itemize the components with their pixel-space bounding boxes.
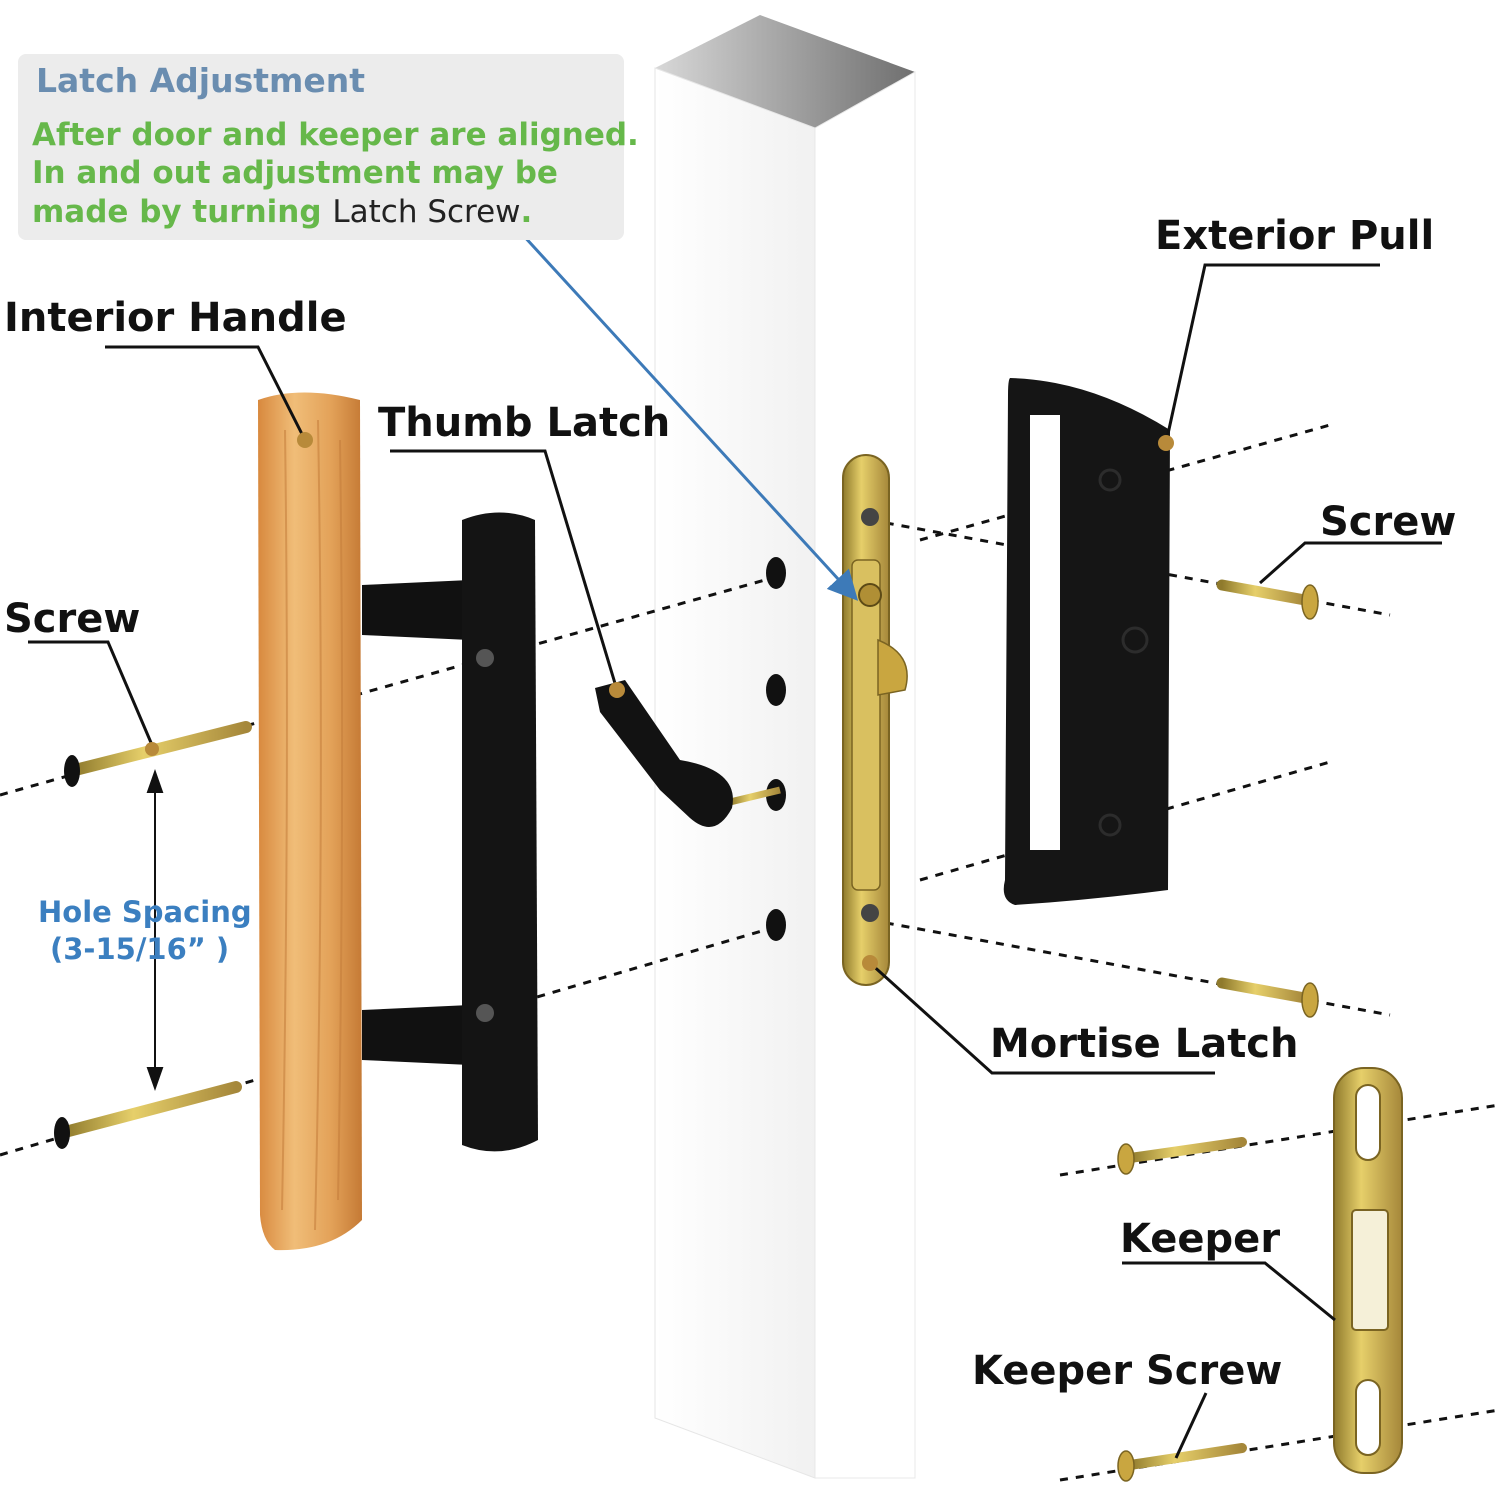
exterior-pull-part [1003,378,1170,905]
label-screw-right: Screw [1320,499,1457,545]
left-screws [54,721,252,1149]
note-line-3: made by turning Latch Screw. [32,197,532,228]
hole-spacing-arrow [146,768,164,1092]
label-keeper-screw: Keeper Screw [972,1348,1283,1394]
keeper-screws [1117,1137,1247,1482]
leader-exterior-pull [1164,263,1380,444]
leader-lines [28,263,1442,1459]
interior-handle [258,392,538,1251]
label-keeper: Keeper [1120,1216,1281,1262]
label-interior-handle: Interior Handle [4,295,347,341]
leader-screw-right [1259,541,1442,585]
note-line-2: In and out adjustment may be [32,155,558,191]
leader-mortise-latch [868,961,1215,1075]
thumb-latch-part [595,680,781,827]
mortise-latch-part [842,454,908,986]
label-exterior-pull: Exterior Pull [1155,213,1435,259]
label-mortise-latch: Mortise Latch [990,1021,1299,1067]
latch-screw-label: Latch Screw [332,194,521,230]
leader-keeper [1122,1261,1336,1322]
label-screw-left: Screw [4,596,141,642]
latch-adjustment-note [18,54,624,240]
leader-screw-left [28,640,154,746]
post-holes [766,557,786,941]
label-thumb-latch: Thumb Latch [378,400,671,446]
note-title: Latch Adjustment [36,61,366,100]
leader-dots [145,432,1174,971]
note-line-3-suffix: . [520,194,533,230]
note-line-1: After door and keeper are aligned. [32,117,639,153]
leader-keeper-screw [1174,1392,1208,1459]
label-hole-spacing: Hole Spacing [38,895,252,929]
leader-interior-handle [105,345,307,441]
note-line-3-prefix: made by turning [32,194,322,230]
keeper-part [1333,1067,1403,1474]
label-hole-spacing-value: (3-15/16” ) [50,932,230,966]
right-screws [1216,579,1319,1018]
leader-thumb-latch [390,449,619,691]
